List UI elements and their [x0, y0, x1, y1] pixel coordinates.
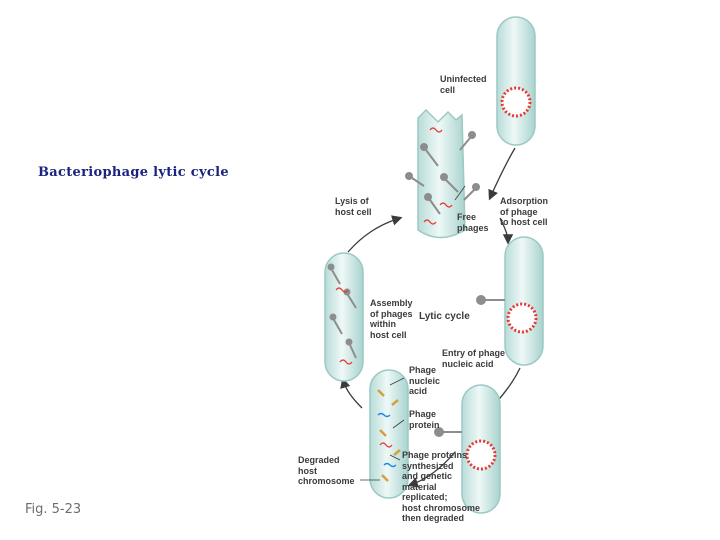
free-phage [405, 131, 480, 215]
slide-title: Bacteriophage lytic cycle [38, 165, 229, 180]
assembly-cell [324, 252, 364, 382]
label-entry: Entry of phage nucleic acid [442, 348, 506, 369]
arrow-entry [499, 217, 514, 245]
figure-label: Fig. 5-23 [25, 502, 82, 517]
entry-cell [434, 384, 501, 514]
label-phage-protein: Phage protein [409, 409, 440, 430]
label-lysis: Lysis of host cell [335, 196, 372, 217]
synthesis-cell [369, 369, 409, 499]
arrow-lysis [347, 215, 403, 253]
label-adsorption: Adsorption of phage to host cell [500, 196, 548, 227]
label-free-phages: Free phages [457, 212, 489, 233]
label-synthesis: Phage proteins synthesized and genetic m… [402, 450, 481, 523]
arrow-assembly [340, 377, 363, 409]
label-phage-nucleic-acid: Phage nucleic acid [409, 365, 441, 396]
leader-lines [360, 185, 466, 481]
lysing-cell [405, 108, 480, 239]
adsorption-cell [476, 236, 544, 366]
label-lytic-cycle: Lytic cycle [419, 311, 470, 322]
arrow-adsorption [488, 147, 516, 201]
label-uninfected-cell: Uninfected cell [440, 74, 487, 95]
attached-phage [476, 295, 505, 305]
label-assembly: Assembly of phages within host cell [370, 298, 413, 340]
host-chromosome-ring [500, 86, 532, 118]
uninfected-cell [496, 16, 536, 146]
label-degraded-chromosome: Degraded host chromosome [298, 455, 355, 486]
arrow-degradation [407, 451, 456, 488]
